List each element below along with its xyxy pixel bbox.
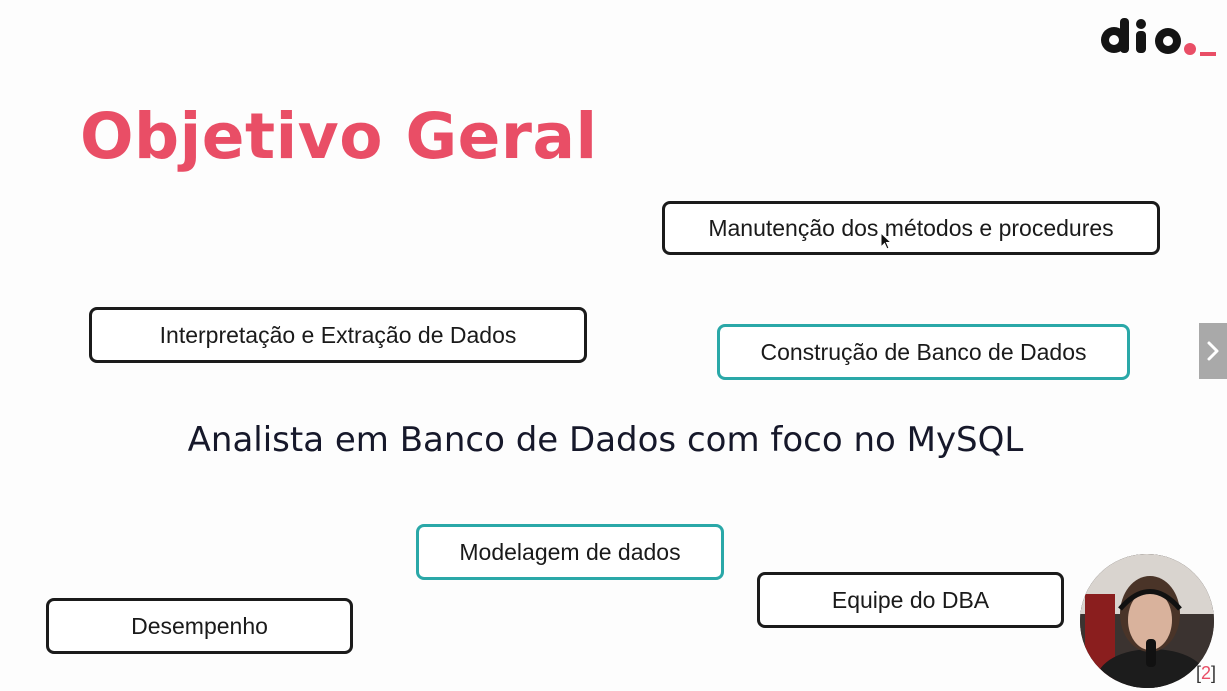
mouse-cursor-icon — [880, 232, 892, 250]
box-modelagem: Modelagem de dados — [416, 524, 724, 580]
slide-title: Objetivo Geral — [80, 100, 598, 173]
dio-logo — [1101, 18, 1216, 56]
next-slide-button[interactable] — [1199, 323, 1227, 379]
box-manutencao: Manutenção dos métodos e procedures — [662, 201, 1160, 255]
central-statement: Analista em Banco de Dados com foco no M… — [187, 420, 1024, 460]
box-desempenho: Desempenho — [46, 598, 353, 654]
box-equipe: Equipe do DBA — [757, 572, 1064, 628]
chevron-right-icon — [1207, 341, 1219, 361]
box-interpretacao: Interpretação e Extração de Dados — [89, 307, 587, 363]
presenter-webcam — [1080, 554, 1214, 688]
page-indicator: [2] — [1196, 663, 1217, 683]
box-construcao: Construção de Banco de Dados — [717, 324, 1130, 380]
